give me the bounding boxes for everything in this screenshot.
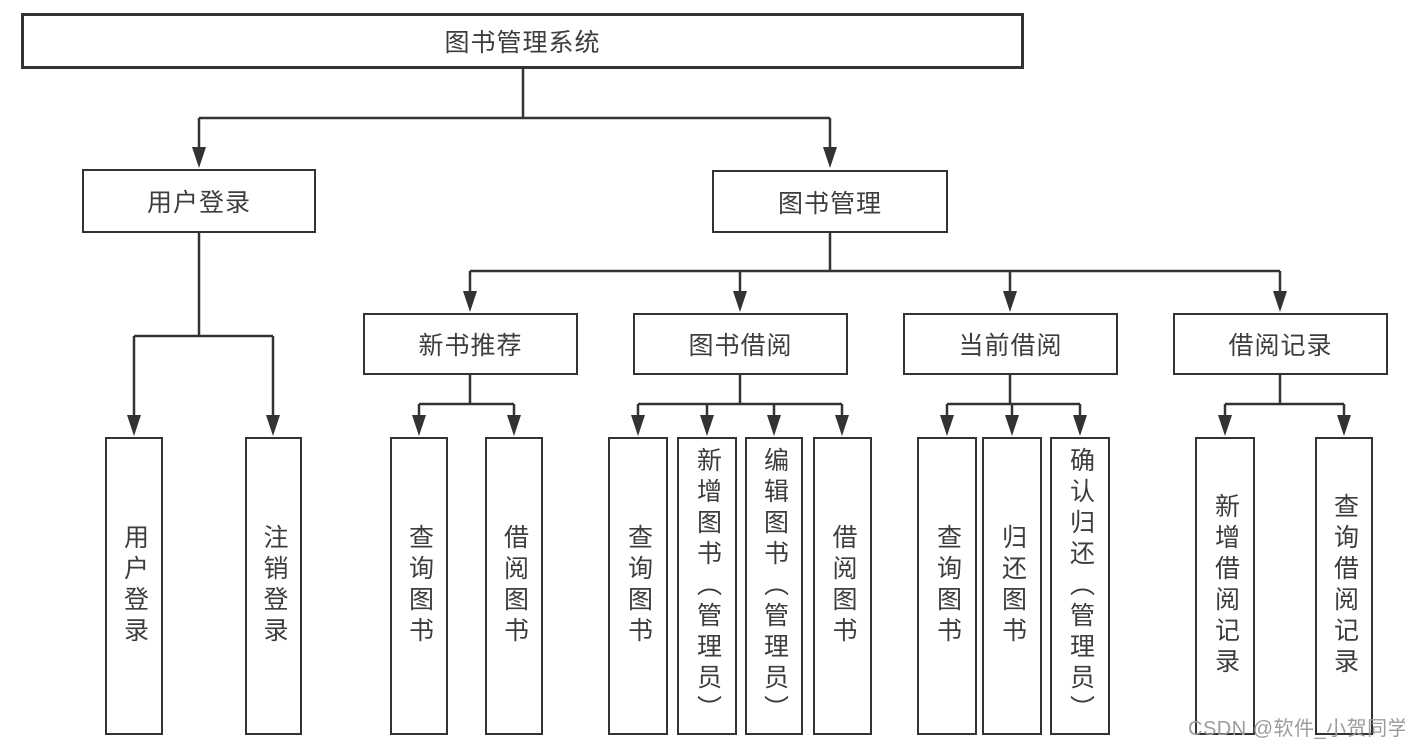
connector-book-borrow-children [631, 375, 849, 436]
node-current-borrow: 当前借阅 [903, 313, 1118, 375]
node-user-login: 用户登录 [82, 169, 316, 233]
leaf-label: 查询图书 [405, 524, 434, 648]
leaf-label: 查询图书 [624, 524, 653, 648]
leaf-query-borrow-record: 查询借阅记录 [1315, 437, 1373, 735]
node-borrow-record: 借阅记录 [1173, 313, 1388, 375]
csdn-watermark: CSDN @软件_小贺同学 [1188, 718, 1405, 740]
leaf-add-borrow-record: 新增借阅记录 [1195, 437, 1255, 735]
leaf-label: 确认归还（管理员） [1066, 446, 1095, 726]
leaf-label: 编辑图书（管理员） [760, 446, 789, 726]
leaf-user-login: 用户登录 [105, 437, 163, 735]
node-library-management-system: 图书管理系统 [21, 13, 1024, 69]
connector-user-login-children [127, 233, 280, 436]
node-book-borrow: 图书借阅 [633, 313, 848, 375]
connector-book-management-groups [463, 233, 1287, 312]
leaf-label: 归还图书 [998, 524, 1027, 648]
leaf-edit-book-admin: 编辑图书（管理员） [745, 437, 803, 735]
leaf-confirm-return-admin: 确认归还（管理员） [1050, 437, 1110, 735]
leaf-label: 用户登录 [120, 524, 149, 648]
leaf-query-book-current: 查询图书 [917, 437, 977, 735]
leaf-return-book: 归还图书 [982, 437, 1042, 735]
leaf-label: 借阅图书 [500, 524, 529, 648]
leaf-borrow-book: 借阅图书 [813, 437, 872, 735]
leaf-query-book-borrow: 查询图书 [608, 437, 668, 735]
leaf-add-book-admin: 新增图书（管理员） [677, 437, 737, 735]
node-book-management: 图书管理 [712, 170, 948, 233]
connector-current-borrow-children [940, 375, 1087, 436]
leaf-label: 借阅图书 [829, 524, 857, 648]
leaf-borrow-book-recommend: 借阅图书 [485, 437, 543, 735]
leaf-label: 查询借阅记录 [1330, 493, 1359, 679]
connector-borrow-record-children [1218, 375, 1351, 436]
leaf-label: 新增借阅记录 [1211, 493, 1240, 679]
leaf-label: 新增图书（管理员） [693, 446, 722, 726]
leaf-query-book-recommend: 查询图书 [390, 437, 448, 735]
node-new-book-recommend: 新书推荐 [363, 313, 578, 375]
leaf-logout: 注销登录 [245, 437, 302, 735]
leaf-label: 注销登录 [260, 524, 288, 648]
connector-new-book-children [412, 375, 521, 436]
connector-root-to-level2 [192, 69, 837, 168]
leaf-label: 查询图书 [933, 524, 962, 648]
